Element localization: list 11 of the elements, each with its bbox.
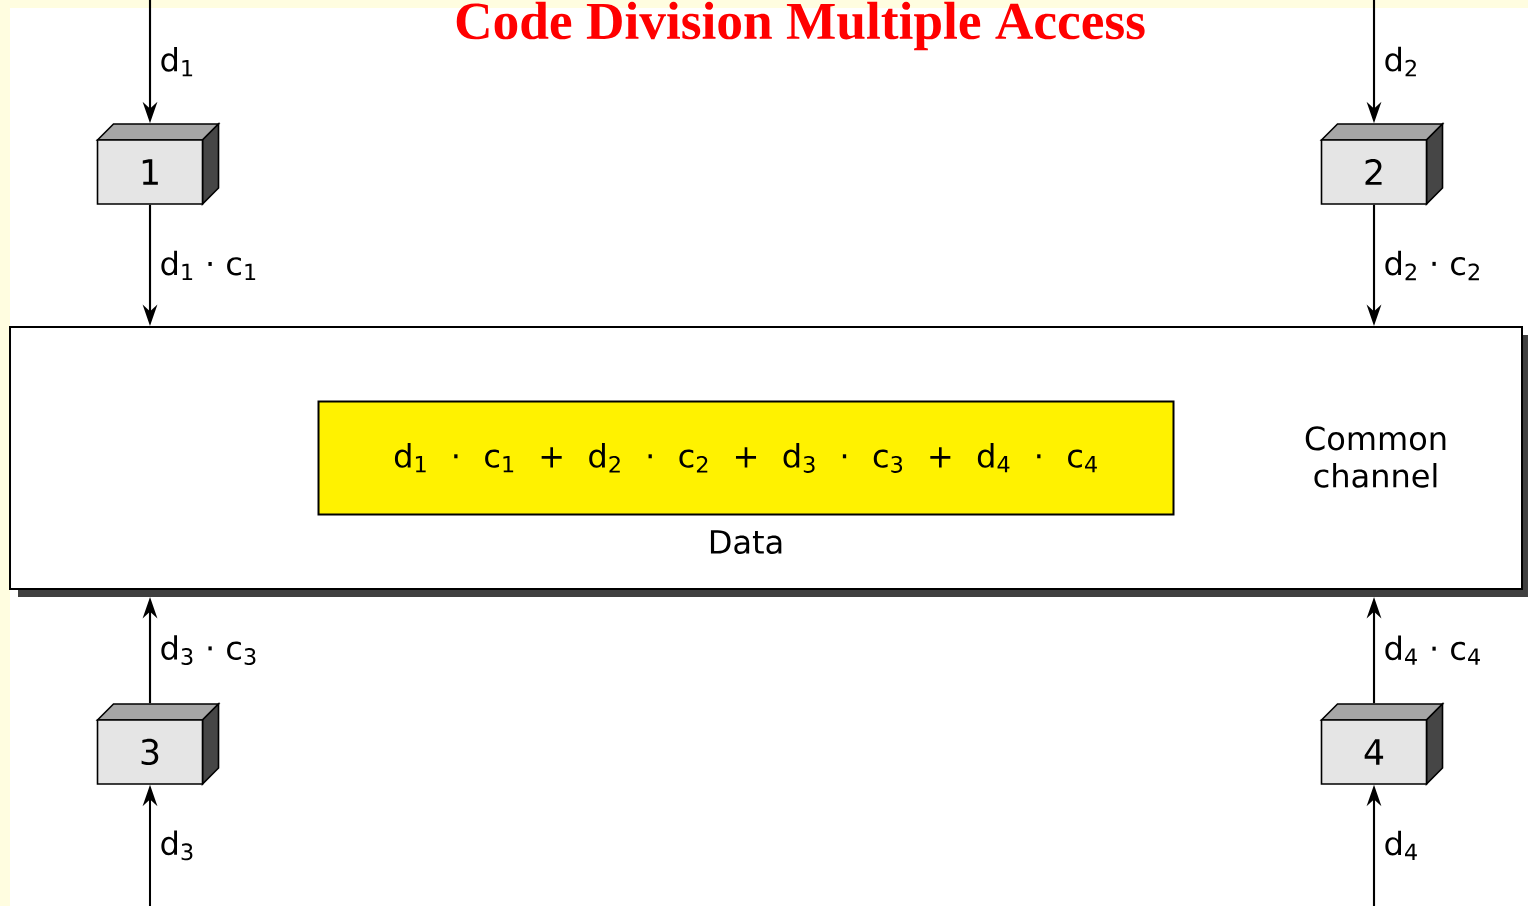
edge-label: d$_{2}$ [1382,45,1421,78]
edge-label: d$_{4}$ [1382,829,1421,862]
title: Code Division Multiple Access [456,1,1145,51]
edge-label: d$_{1}$ · c$_{1}$ [158,249,260,282]
box-caption: Data [710,530,782,554]
edge-label: d$_{2}$ · c$_{2}$ [1382,249,1484,282]
edge-label: d$_{1}$ [158,45,197,78]
edge-label: d$_{3}$ [158,829,197,862]
data-box: d$_{1}$ · c$_{1}$ + d$_{2}$ · c$_{2}$ + d$_{3}$ · c$_{3}$ + d$_{4}$ · c$_{4}$ [317,400,1175,516]
edge-label: d$_{3}$ · c$_{3}$ [158,633,260,667]
edge-label: d$_{4}$ · c$_{4}$ [1382,634,1484,667]
